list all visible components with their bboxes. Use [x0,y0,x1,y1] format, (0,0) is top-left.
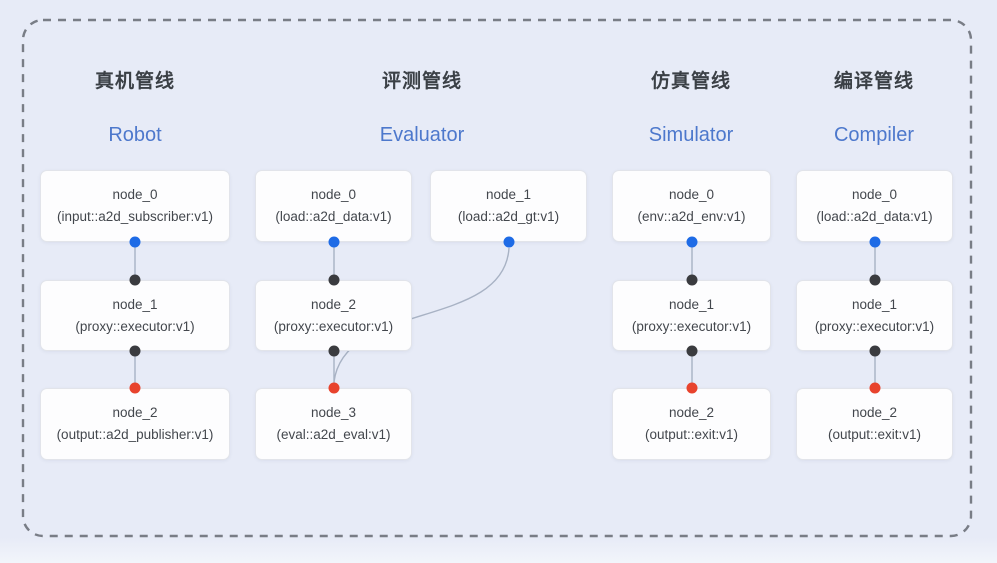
node-title: node_1 [485,187,532,202]
node-type: (load::a2d_data:v1) [275,209,392,224]
compiler-node-1-output-port-dot [869,345,881,357]
node-type: (proxy::executor:v1) [631,318,752,334]
evaluator-node-1-output-port-dot [503,236,515,248]
node-type: (proxy::executor:v1) [75,318,195,334]
robot-pipeline-title-en: Robot [108,124,162,146]
node-title: node_0 [668,187,715,202]
robot-node-1-input-port-dot [129,274,141,286]
evaluator-node-0-output-port-dot [328,236,340,248]
node-title: node_2 [112,405,158,420]
simulator-node-2: node_2 (output::exit:v1) [612,388,771,460]
evaluator-node-2-output-port-dot [328,345,340,357]
node-type: (input::a2d_subscriber:v1) [56,209,214,224]
node-title: node_3 [310,405,357,420]
node-type: (output::a2d_publisher:v1) [56,427,214,442]
evaluator-node-2: node_2 (proxy::executor:v1) [255,280,412,351]
node-title: node_1 [112,296,158,312]
compiler-node-2: node_2 (output::exit:v1) [796,388,953,460]
compiler-node-1: node_1 (proxy::executor:v1) [796,280,953,351]
compiler-node-0-output-port-dot [869,236,881,248]
evaluator-pipeline-title-en: Evaluator [379,124,465,146]
evaluator-pipeline-title-zh: 评测管线 [381,71,462,92]
robot-node-0: node_0 (input::a2d_subscriber:v1) [40,170,230,242]
evaluator-node-0: node_0 (load::a2d_data:v1) [255,170,412,242]
node-type: (load::a2d_data:v1) [816,209,933,224]
node-title: node_0 [112,187,158,202]
compiler-node-0: node_0 (load::a2d_data:v1) [796,170,953,242]
compiler-node-2-input-port-dot [869,382,881,394]
pipeline-group-dashed-frame [21,18,973,538]
edge-evaluator-node1-node3 [333,247,510,383]
node-title: node_1 [668,296,715,312]
node-type: (env::a2d_env:v1) [637,209,746,224]
simulator-node-0-output-port-dot [686,236,698,248]
node-type: (proxy::executor:v1) [273,318,394,334]
node-type: (output::exit:v1) [644,427,739,442]
simulator-node-1-input-port-dot [686,274,698,286]
compiler-pipeline-title-en: Compiler [833,124,915,146]
node-title: node_2 [851,405,898,420]
evaluator-node-3-input-port-dot [328,382,340,394]
simulator-node-1-output-port-dot [686,345,698,357]
simulator-pipeline-title-zh: 仿真管线 [650,71,731,92]
node-title: node_2 [668,405,715,420]
robot-pipeline-title-zh: 真机管线 [94,71,175,92]
simulator-node-2-input-port-dot [686,382,698,394]
robot-node-1-output-port-dot [129,345,141,357]
node-type: (load::a2d_gt:v1) [457,209,560,224]
simulator-pipeline-title-en: Simulator [648,124,734,146]
node-type: (eval::a2d_eval:v1) [276,427,391,442]
compiler-node-1-input-port-dot [869,274,881,286]
robot-node-2-input-port-dot [129,382,141,394]
node-title: node_2 [310,296,357,312]
node-title: node_1 [851,296,898,312]
simulator-node-1: node_1 (proxy::executor:v1) [612,280,771,351]
compiler-pipeline-title-zh: 编译管线 [833,71,914,92]
node-title: node_0 [310,187,357,202]
evaluator-node-3: node_3 (eval::a2d_eval:v1) [255,388,412,460]
robot-node-0-output-port-dot [129,236,141,248]
simulator-node-0: node_0 (env::a2d_env:v1) [612,170,771,242]
node-type: (proxy::executor:v1) [814,318,935,334]
robot-node-1: node_1 (proxy::executor:v1) [40,280,230,351]
evaluator-node-1: node_1 (load::a2d_gt:v1) [430,170,587,242]
node-type: (output::exit:v1) [827,427,922,442]
node-title: node_0 [851,187,898,202]
robot-node-2: node_2 (output::a2d_publisher:v1) [40,388,230,460]
evaluator-node-2-input-port-dot [328,274,340,286]
